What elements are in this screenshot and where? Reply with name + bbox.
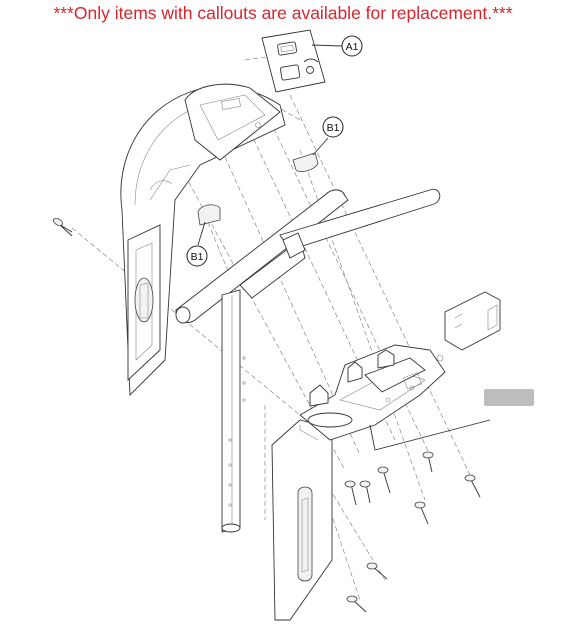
callout-b1-left-label: B1 (191, 251, 204, 263)
side-clamp-plate (444, 291, 501, 351)
replacement-notice: ***Only items with callouts are availabl… (53, 3, 513, 23)
screw-set-bracket (344, 451, 481, 613)
rear-shroud-cover (120, 86, 286, 397)
leader-lines (197, 44, 491, 451)
end-cap-left (197, 204, 221, 226)
callout-b1-left: B1 (186, 245, 208, 267)
display-housing (149, 83, 281, 191)
callout-b1-top: B1 (322, 116, 344, 138)
tube-handle (175, 188, 441, 324)
control-label-panel (261, 29, 326, 93)
mounting-bracket (299, 344, 446, 441)
gray-label-box (484, 389, 534, 406)
vertical-shaft (221, 289, 246, 533)
end-cap-top (292, 152, 319, 172)
front-column-cover (271, 419, 333, 621)
screw-top-left (53, 217, 73, 237)
callout-a1: A1 (341, 35, 363, 57)
callout-a1-label: A1 (346, 41, 359, 53)
callout-b1-top-label: B1 (327, 122, 340, 134)
